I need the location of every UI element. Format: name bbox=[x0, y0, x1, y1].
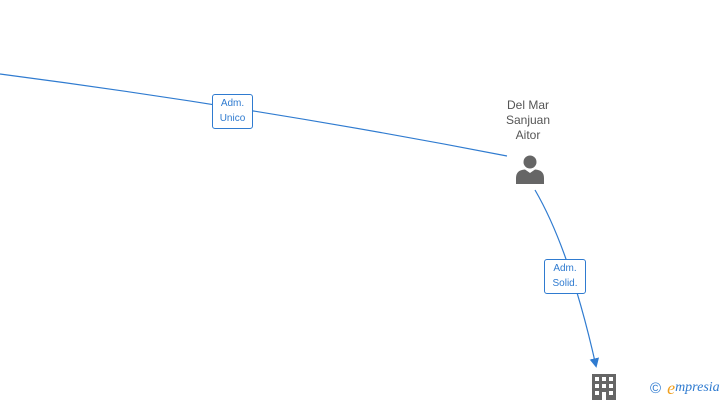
brand-name: mpresia bbox=[675, 380, 720, 395]
person-name-line: Aitor bbox=[515, 128, 541, 142]
person-name-line: Sanjuan bbox=[505, 113, 551, 127]
brand-initial: e bbox=[667, 377, 676, 398]
person-name[interactable]: Del Mar Sanjuan Aitor bbox=[488, 98, 568, 143]
edge-label-line: Solid. bbox=[552, 278, 578, 289]
brand-logo: © e mpresia bbox=[650, 377, 720, 399]
edge-label-line: Adm. bbox=[553, 263, 577, 274]
edge-label-adm-unico[interactable]: Adm. Unico bbox=[212, 94, 253, 129]
edge-label-adm-solid[interactable]: Adm. Solid. bbox=[544, 259, 586, 294]
edge-line-adm-unico bbox=[0, 73, 508, 157]
edge-label-line: Adm. bbox=[220, 98, 245, 109]
building-icon[interactable] bbox=[592, 374, 616, 400]
edge-label-line: Unico bbox=[219, 113, 246, 124]
person-icon[interactable] bbox=[514, 154, 546, 184]
copyright-symbol: © bbox=[650, 379, 662, 397]
person-name-line: Del Mar bbox=[506, 98, 549, 112]
